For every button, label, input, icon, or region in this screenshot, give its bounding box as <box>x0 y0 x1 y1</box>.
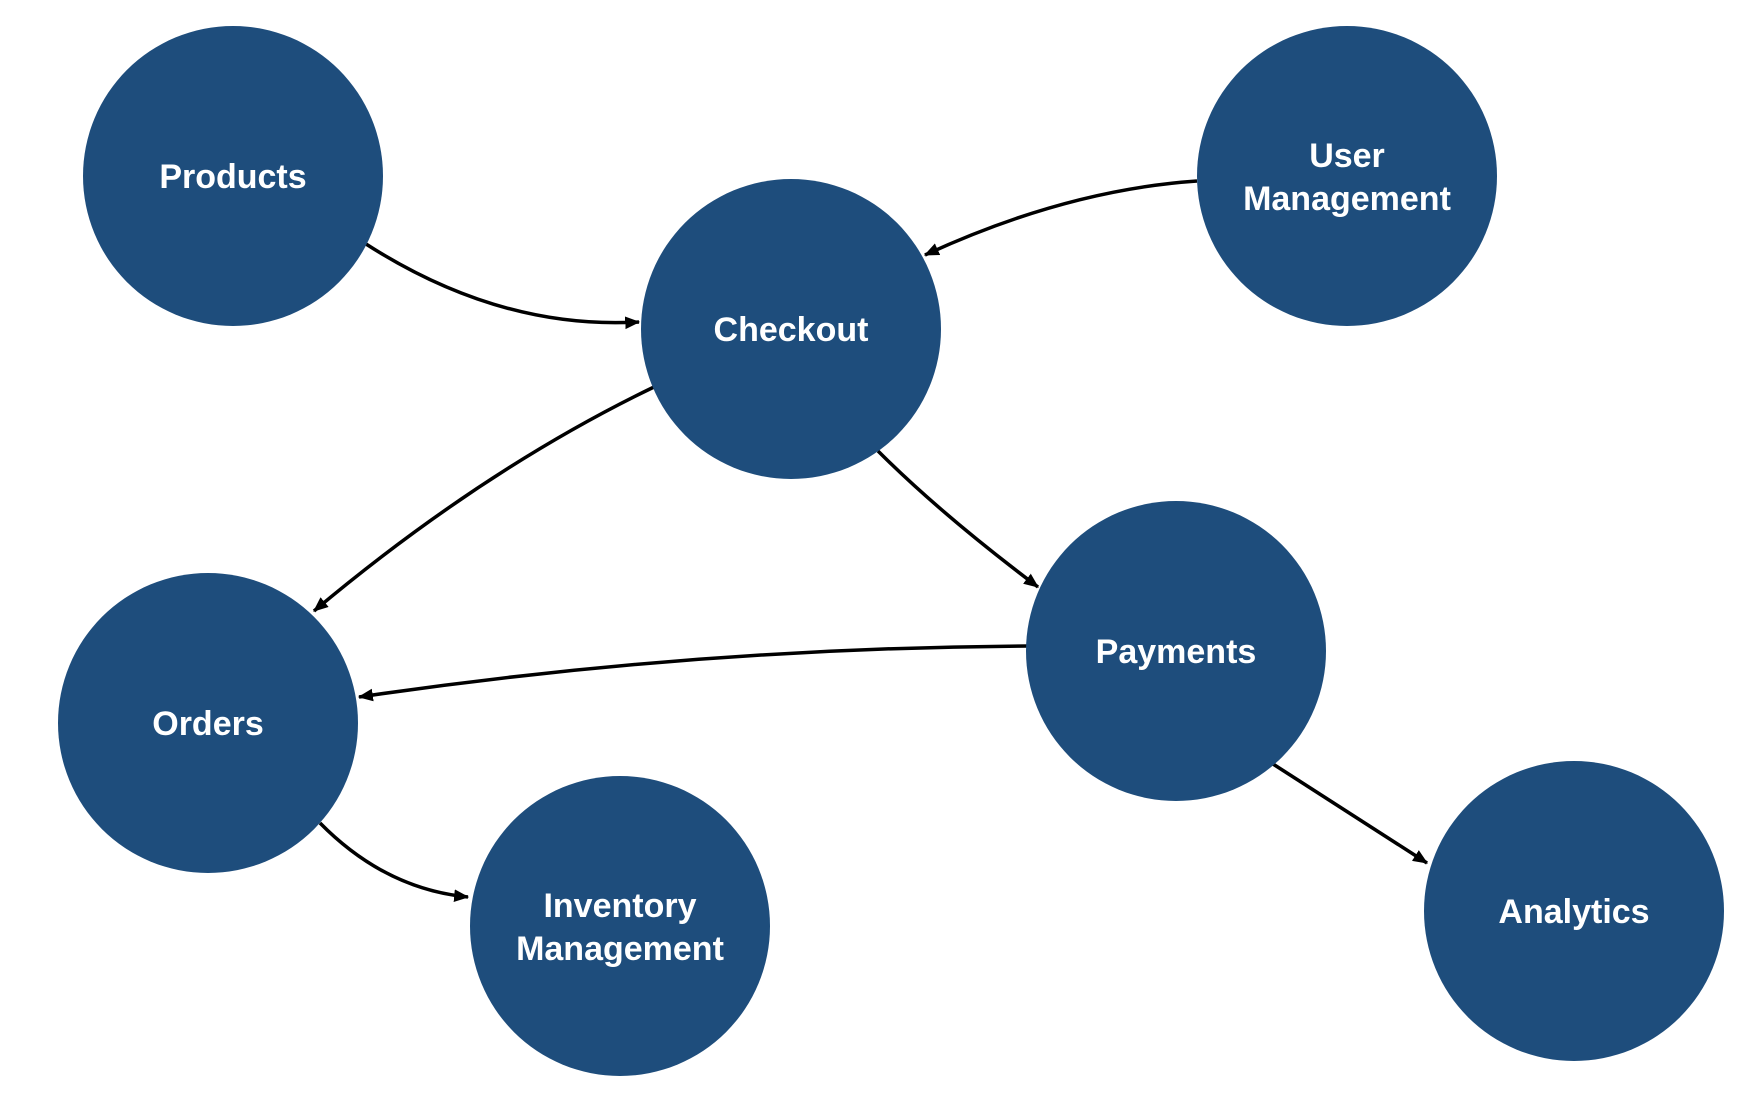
analytics-circle[interactable] <box>1424 761 1724 1061</box>
node-checkout[interactable]: Checkout <box>641 179 941 479</box>
orders-circle[interactable] <box>58 573 358 873</box>
checkout-circle[interactable] <box>641 179 941 479</box>
edge-payments-to-analytics <box>1272 762 1428 865</box>
edge-checkout-to-orders <box>312 385 655 613</box>
edge-user-management-to-checkout <box>923 179 1198 257</box>
node-products[interactable]: Products <box>83 26 383 326</box>
edge-orders-to-inventory-management <box>318 821 470 902</box>
node-analytics[interactable]: Analytics <box>1424 761 1724 1061</box>
edges-layer <box>312 179 1428 902</box>
inventory-management-circle[interactable] <box>470 776 770 1076</box>
edge-payments-to-orders <box>357 644 1029 702</box>
node-orders[interactable]: Orders <box>58 573 358 873</box>
edge-products-to-checkout <box>365 242 641 330</box>
products-circle[interactable] <box>83 26 383 326</box>
edge-checkout-to-payments <box>876 449 1040 589</box>
payments-circle[interactable] <box>1026 501 1326 801</box>
user-management-circle[interactable] <box>1197 26 1497 326</box>
node-payments[interactable]: Payments <box>1026 501 1326 801</box>
